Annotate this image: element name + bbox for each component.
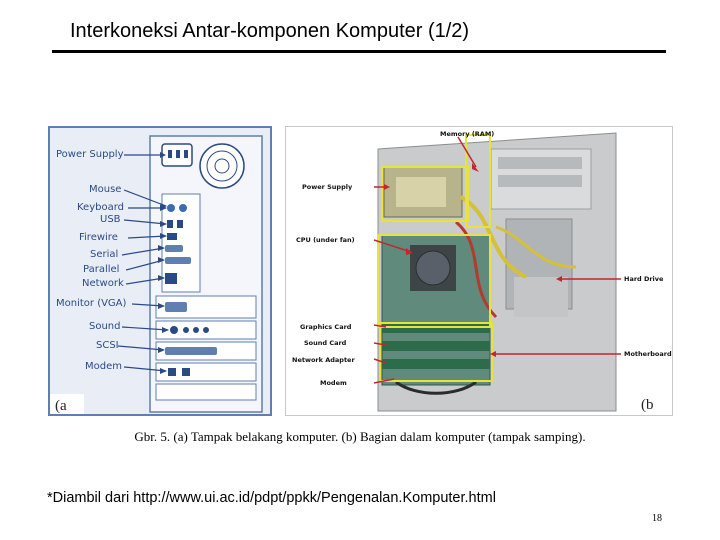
source-prefix: *Diambil dari: [47, 490, 133, 506]
port-label-modem: Modem: [85, 361, 122, 373]
title-underline: [52, 50, 666, 53]
port-label-keyboard: Keyboard: [77, 202, 124, 214]
port-label-scsi: SCSI: [96, 340, 119, 352]
port-label-sound: Sound: [89, 321, 121, 333]
port-label-mouse: Mouse: [89, 184, 121, 196]
port-label-firewire: Firewire: [79, 232, 118, 244]
panel-a-letter: (a: [55, 398, 67, 414]
part-label-cpu: CPU (under fan): [296, 236, 355, 244]
rear-view-diagram: Power Supply Mouse Keyboard USB Firewire…: [48, 126, 272, 416]
source-link[interactable]: http://www.ui.ac.id/pdpt/ppkk/Pengenalan…: [133, 490, 496, 506]
slide-title: Interkoneksi Antar-komponen Komputer (1/…: [70, 20, 469, 43]
port-label-parallel: Parallel: [83, 264, 119, 276]
panel-b-letter: (b: [641, 397, 654, 413]
inside-view-drawing: [286, 127, 673, 416]
part-label-hard-drive: Hard Drive: [624, 275, 663, 283]
port-label-power-supply: Power Supply: [56, 149, 124, 161]
port-label-usb: USB: [100, 214, 121, 226]
part-label-graphics-card: Graphics Card: [300, 323, 351, 331]
port-label-monitor: Monitor (VGA): [56, 298, 126, 310]
part-label-network-adapter: Network Adapter: [292, 356, 355, 364]
inside-view-diagram: Memory (RAM) Power Supply CPU (under fan…: [285, 126, 673, 416]
part-label-motherboard: Motherboard: [624, 350, 672, 358]
figure-caption: Gbr. 5. (a) Tampak belakang komputer. (b…: [0, 429, 720, 445]
port-label-serial: Serial: [90, 249, 118, 261]
source-note: *Diambil dari http://www.ui.ac.id/pdpt/p…: [47, 490, 496, 506]
port-label-network: Network: [82, 278, 124, 290]
part-label-modem: Modem: [320, 379, 347, 387]
page-number: 18: [652, 513, 662, 524]
part-label-sound-card: Sound Card: [304, 339, 346, 347]
part-label-power-supply: Power Supply: [302, 183, 352, 191]
part-label-memory: Memory (RAM): [440, 130, 494, 138]
